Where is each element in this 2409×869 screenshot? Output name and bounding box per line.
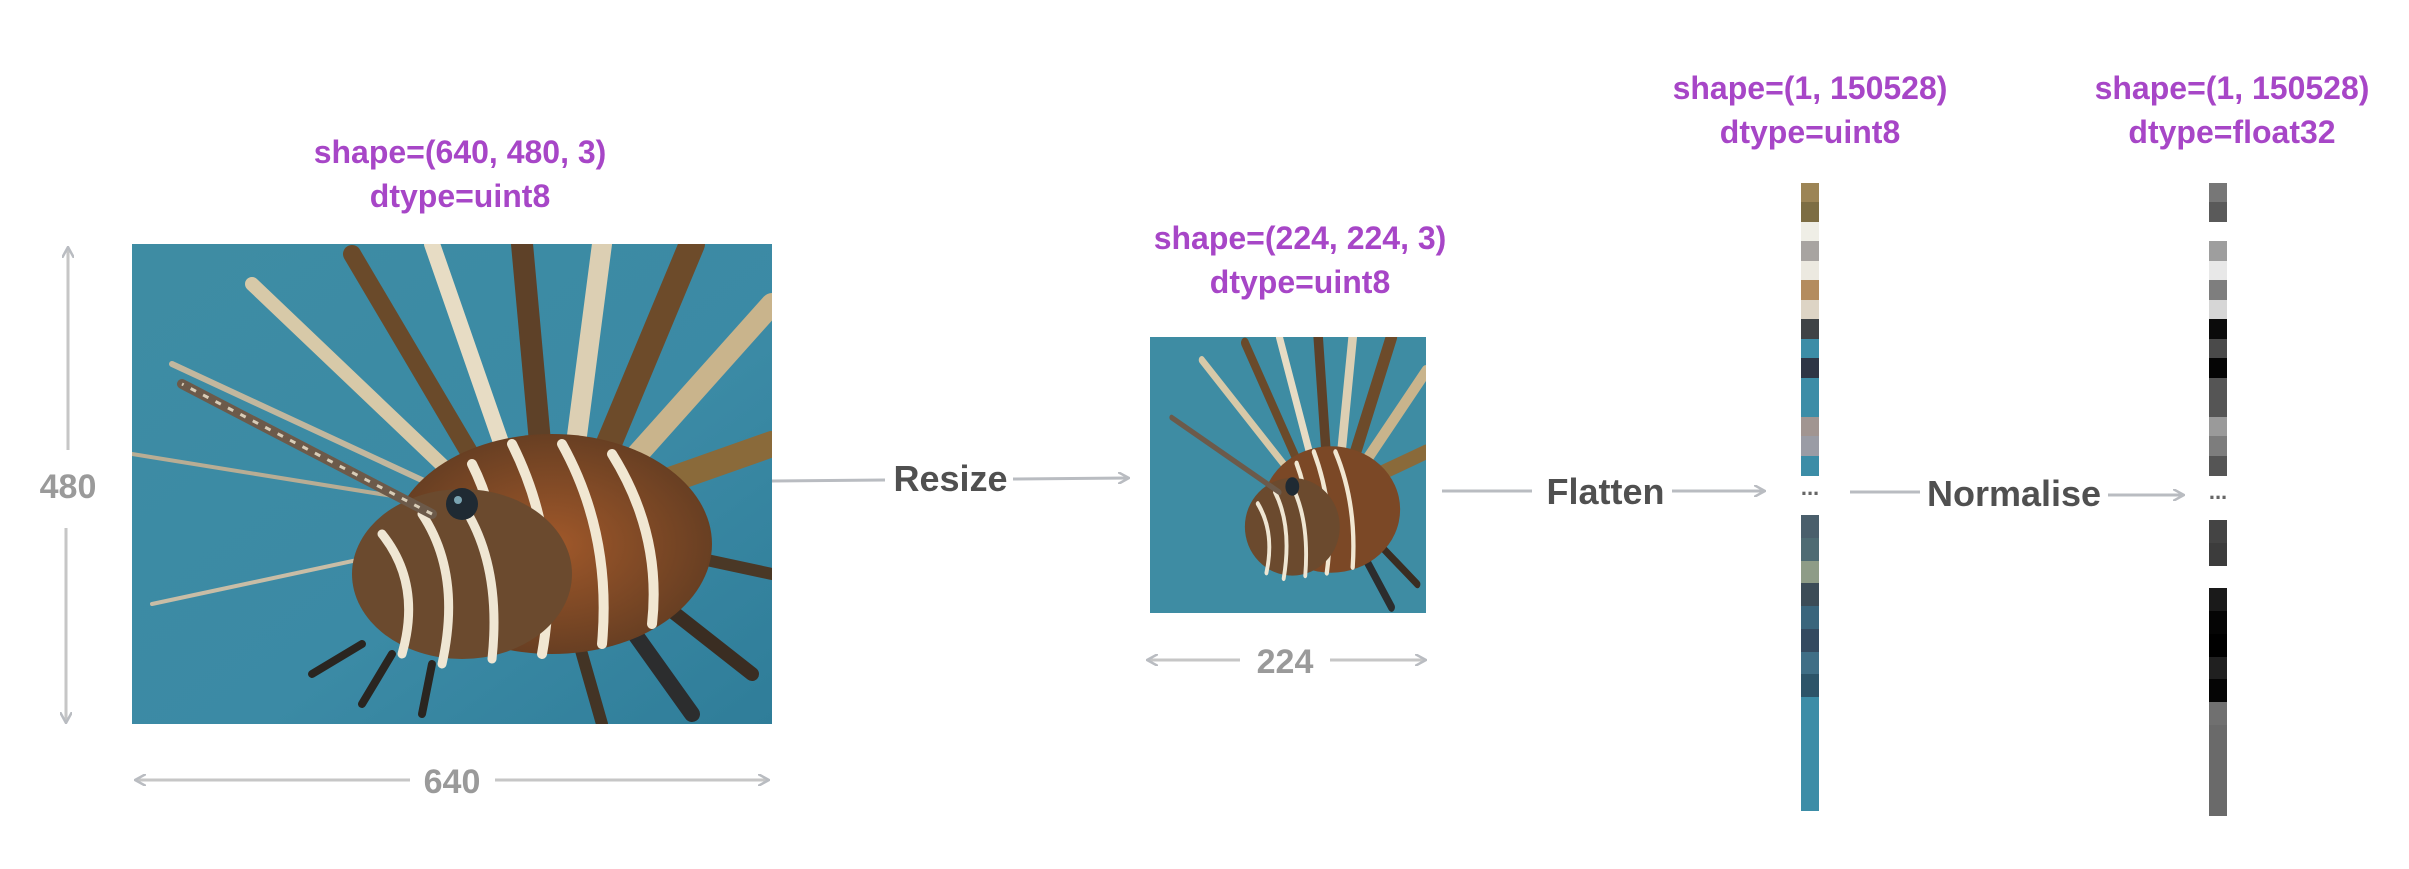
resized-lionfish-image <box>1150 337 1426 613</box>
pixel-value-cell <box>1801 455 1819 476</box>
pixel-value-cell <box>1801 319 1819 340</box>
normalised-value-cell <box>2209 416 2227 437</box>
pixel-value-cell <box>1801 202 1819 223</box>
normalised-value-cell <box>2209 260 2227 281</box>
normalised-value-cell <box>2209 747 2227 771</box>
resize-arrow-out <box>1012 478 1128 479</box>
normalised-value-cell <box>2209 299 2227 320</box>
normalised-value-cell <box>2209 455 2227 476</box>
normalised-value-cell <box>2209 241 2227 262</box>
pixel-value-cell <box>1801 628 1819 652</box>
pixel-value-cell <box>1801 358 1819 379</box>
normalised-value-cell <box>2209 565 2227 589</box>
normalised-value-cell <box>2209 633 2227 657</box>
resize-arrow-in <box>771 478 886 483</box>
resized-shape-label: shape=(224, 224, 3) <box>1153 220 1447 256</box>
normalised-metadata: shape=(1, 150528) dtype=float32 <box>2062 66 2402 154</box>
normalised-value-cell <box>2209 611 2227 635</box>
normalised-value-cell <box>2209 793 2227 817</box>
pixel-value-cell <box>1801 280 1819 301</box>
flattened-vector-bottom <box>1801 515 1819 812</box>
normalised-value-cell <box>2209 280 2227 301</box>
pixel-value-cell <box>1801 606 1819 630</box>
normalised-value-cell <box>2209 679 2227 703</box>
pixel-value-cell <box>1801 765 1819 789</box>
resize-step-label: Resize <box>893 458 1008 499</box>
normalised-value-cell <box>2209 588 2227 612</box>
original-dtype-label: dtype=uint8 <box>369 178 551 214</box>
normalised-value-cell <box>2209 202 2227 223</box>
flattened-vector-top <box>1801 183 1819 476</box>
pixel-value-cell <box>1801 674 1819 698</box>
flattened-metadata: shape=(1, 150528) dtype=uint8 <box>1640 66 1980 154</box>
normalise-step-label: Normalise <box>1926 473 2102 514</box>
normalised-dtype-label: dtype=float32 <box>2128 114 2336 150</box>
pixel-value-cell <box>1801 537 1819 561</box>
pixel-value-cell <box>1801 221 1819 242</box>
original-image-metadata: shape=(640, 480, 3) dtype=uint8 <box>280 130 640 218</box>
normalised-value-cell <box>2209 221 2227 242</box>
normalised-vector-bottom <box>2209 520 2227 817</box>
pixel-value-cell <box>1801 697 1819 721</box>
pixel-value-cell <box>1801 788 1819 812</box>
pixel-value-cell <box>1801 299 1819 320</box>
normalised-value-cell <box>2209 358 2227 379</box>
lionfish-illustration <box>132 244 772 724</box>
pixel-value-cell <box>1801 260 1819 281</box>
lionfish-illustration-small <box>1150 337 1426 613</box>
flatten-step-label: Flatten <box>1546 471 1665 512</box>
normalised-value-cell <box>2209 436 2227 457</box>
normalised-value-cell <box>2209 770 2227 794</box>
normalised-value-cell <box>2209 377 2227 398</box>
original-height-label: 480 <box>39 468 97 506</box>
pixel-value-cell <box>1801 183 1819 203</box>
pixel-value-cell <box>1801 241 1819 262</box>
resized-image-metadata: shape=(224, 224, 3) dtype=uint8 <box>1120 216 1480 304</box>
resized-width-label: 224 <box>1256 643 1314 681</box>
normalised-value-cell <box>2209 338 2227 359</box>
flattened-ellipsis: ... <box>1800 475 1820 500</box>
pixel-value-cell <box>1801 719 1819 743</box>
pixel-value-cell <box>1801 436 1819 457</box>
normalised-value-cell <box>2209 397 2227 418</box>
pixel-value-cell <box>1801 377 1819 398</box>
flattened-shape-label: shape=(1, 150528) <box>1672 70 1948 106</box>
normalised-value-cell <box>2209 656 2227 680</box>
pixel-value-cell <box>1801 397 1819 418</box>
normalised-value-cell <box>2209 542 2227 566</box>
pixel-value-cell <box>1801 583 1819 607</box>
normalised-vector-top <box>2209 183 2227 476</box>
original-lionfish-image <box>132 244 772 724</box>
normalised-value-cell <box>2209 520 2227 543</box>
original-shape-label: shape=(640, 480, 3) <box>313 134 607 170</box>
flattened-dtype-label: dtype=uint8 <box>1719 114 1901 150</box>
normalised-value-cell <box>2209 702 2227 726</box>
normalised-value-cell <box>2209 319 2227 340</box>
pixel-value-cell <box>1801 416 1819 437</box>
pixel-value-cell <box>1801 338 1819 359</box>
normalised-value-cell <box>2209 724 2227 748</box>
pixel-value-cell <box>1801 651 1819 675</box>
original-width-label: 640 <box>423 763 481 801</box>
normalised-shape-label: shape=(1, 150528) <box>2094 70 2370 106</box>
normalised-ellipsis: ... <box>2208 479 2228 504</box>
pixel-value-cell <box>1801 515 1819 538</box>
pixel-value-cell <box>1801 742 1819 766</box>
pixel-value-cell <box>1801 560 1819 584</box>
normalised-value-cell <box>2209 183 2227 203</box>
resized-dtype-label: dtype=uint8 <box>1209 264 1391 300</box>
